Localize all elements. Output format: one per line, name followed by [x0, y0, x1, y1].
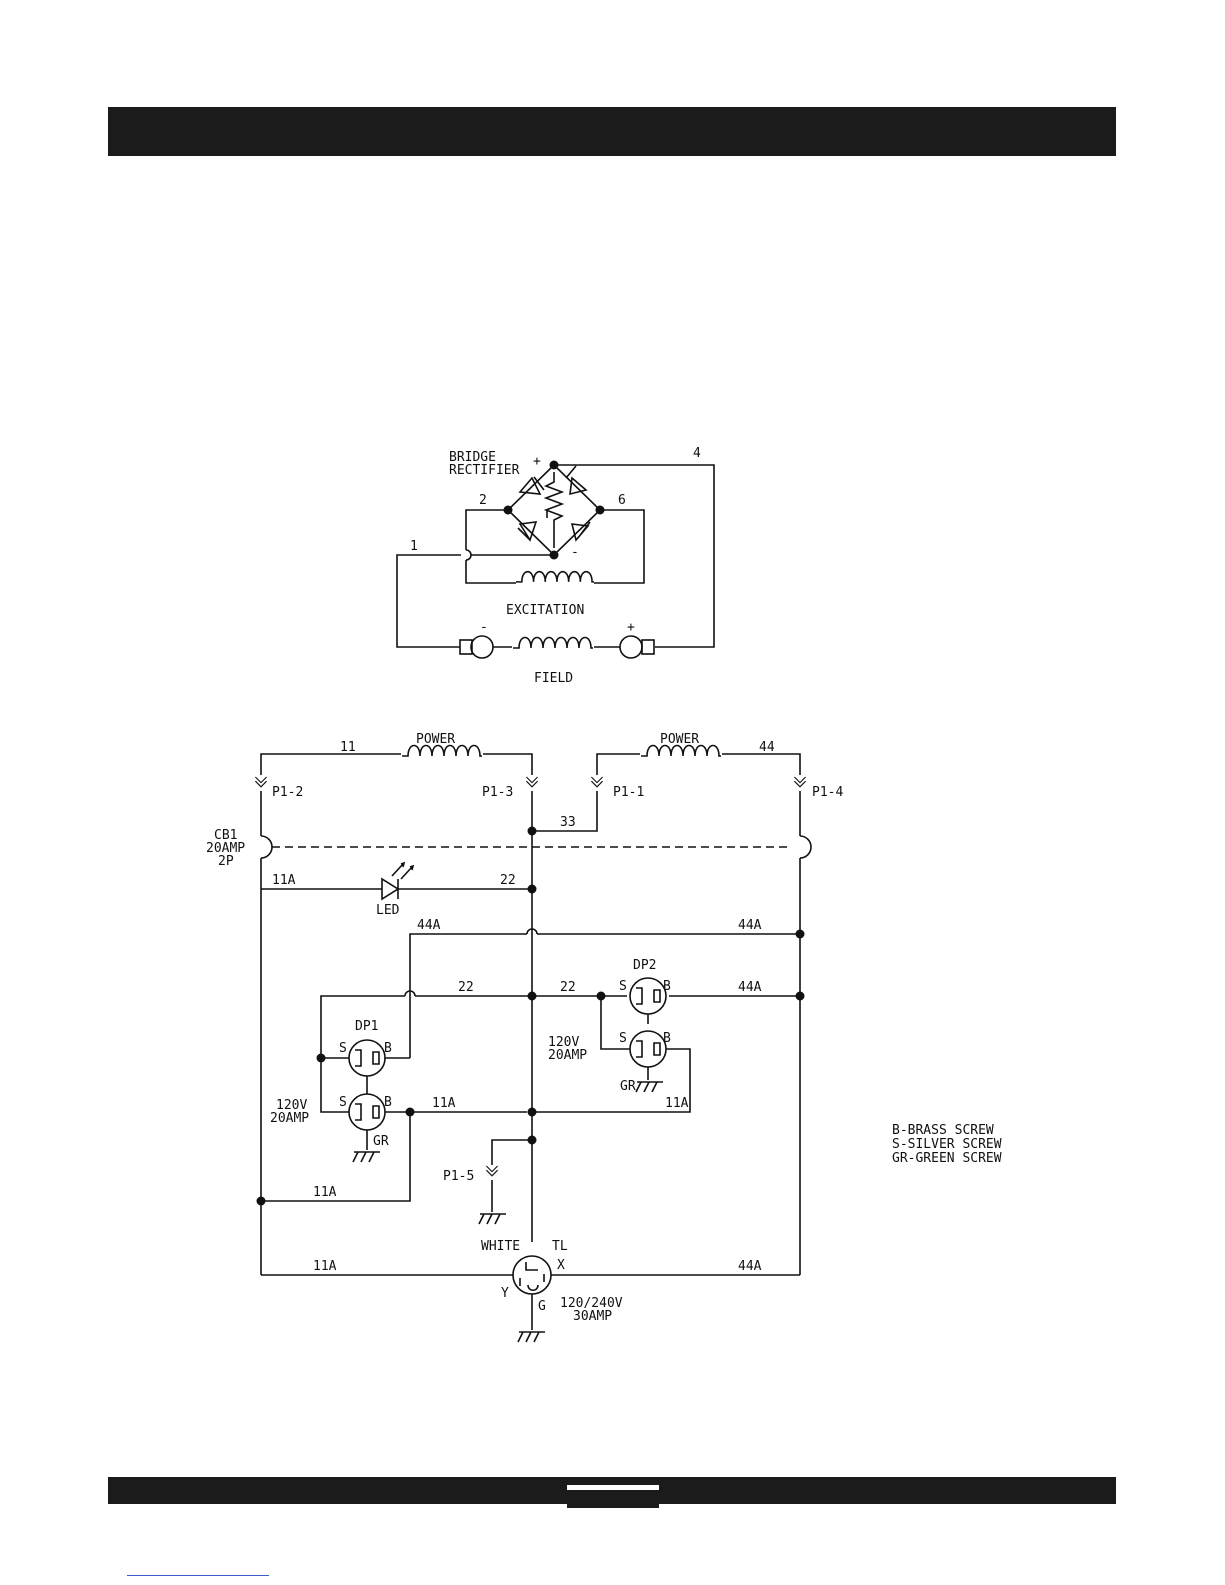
wire-label-11a-led: 11A: [272, 873, 296, 888]
dp2-b-label: B: [663, 979, 671, 994]
dp1-label: DP1: [355, 1019, 378, 1034]
dp2-s-label: S: [619, 979, 627, 994]
led-label: LED: [376, 903, 400, 918]
dp1-b2-label: B: [384, 1095, 392, 1110]
rectifier-title-line2: RECTIFIER: [449, 463, 520, 478]
g-label: G: [538, 1299, 546, 1314]
screw-legend: B-BRASS SCREW S-SILVER SCREW GR-GREEN SC…: [892, 1123, 1002, 1166]
wire-label-22-left: 22: [458, 980, 474, 995]
dp1-b-label: B: [384, 1041, 392, 1056]
rectifier-resistor: [546, 472, 562, 548]
footer-tab: [567, 1478, 659, 1508]
p1-4-label: P1-4: [812, 785, 843, 800]
rectifier-plus-label: +: [533, 454, 541, 469]
dp2-b2-label: B: [663, 1031, 671, 1046]
rectifier-minus-label: -: [571, 545, 579, 560]
field-plus-label: +: [627, 620, 635, 635]
field-brush-plus: [620, 636, 642, 658]
p1-5-label: P1-5: [443, 1169, 474, 1184]
dp1-rating-line2: 20AMP: [270, 1111, 309, 1126]
junction-dots: [257, 827, 805, 1206]
wire-label-1: 1: [410, 539, 418, 554]
white-label: WHITE: [481, 1239, 520, 1254]
dp1-gr-label: GR: [373, 1134, 389, 1149]
tl-30amp-outlet: [513, 1256, 551, 1294]
field-minus-label: -: [480, 620, 488, 635]
wire-label-44a-top-left: 44A: [417, 918, 441, 933]
dp2-label: DP2: [633, 958, 656, 973]
wire-label-22-led: 22: [500, 873, 516, 888]
tl-label: TL: [552, 1239, 568, 1254]
wire-label-11a-dp2: 11A: [665, 1096, 689, 1111]
excitation-label: EXCITATION: [506, 603, 584, 618]
legend-line2: S-SILVER SCREW: [892, 1137, 1002, 1152]
field-label: FIELD: [534, 671, 573, 686]
wire-label-44a-dp2: 44A: [738, 980, 762, 995]
footer-tab-gap: [567, 1485, 659, 1490]
dp2-rating-line2: 20AMP: [548, 1048, 587, 1063]
p1-3-label: P1-3: [482, 785, 513, 800]
p1-1-label: P1-1: [613, 785, 644, 800]
wire-label-2: 2: [479, 493, 487, 508]
p1-2-label: P1-2: [272, 785, 303, 800]
tl-rating-line2: 30AMP: [573, 1309, 612, 1324]
wire-label-4: 4: [693, 446, 701, 461]
wire-label-44: 44: [759, 740, 775, 755]
wire-label-11a-dp1: 11A: [432, 1096, 456, 1111]
field-brush-minus: [471, 636, 493, 658]
power-right-label: POWER: [660, 732, 699, 747]
bottom-link-underline: [127, 1575, 269, 1576]
wire-label-6: 6: [618, 493, 626, 508]
dp2-gr-label: GR: [620, 1079, 636, 1094]
wire-label-33: 33: [560, 815, 576, 830]
wire-label-44a-top-right: 44A: [738, 918, 762, 933]
cb1-line3: 2P: [218, 854, 234, 869]
wire-label-11a-feed: 11A: [313, 1185, 337, 1200]
wire-label-22-right: 22: [560, 980, 576, 995]
dp1-s2-label: S: [339, 1095, 347, 1110]
x-label: X: [557, 1258, 565, 1273]
wire-label-11a-bottom: 11A: [313, 1259, 337, 1274]
wire-label-11: 11: [340, 740, 356, 755]
wire-label-44a-bottom: 44A: [738, 1259, 762, 1274]
dp1-s-label: S: [339, 1041, 347, 1056]
dp2-s2-label: S: [619, 1031, 627, 1046]
legend-line3: GR-GREEN SCREW: [892, 1151, 1002, 1166]
power-section: POWER POWER 11 44 P1-2 P1-3 P1-1 P1-4 33…: [206, 732, 843, 1342]
legend-line1: B-BRASS SCREW: [892, 1123, 994, 1138]
y-label: Y: [501, 1286, 509, 1301]
bridge-rectifier-section: BRIDGE RECTIFIER + - 4 2 6 1: [397, 446, 714, 686]
